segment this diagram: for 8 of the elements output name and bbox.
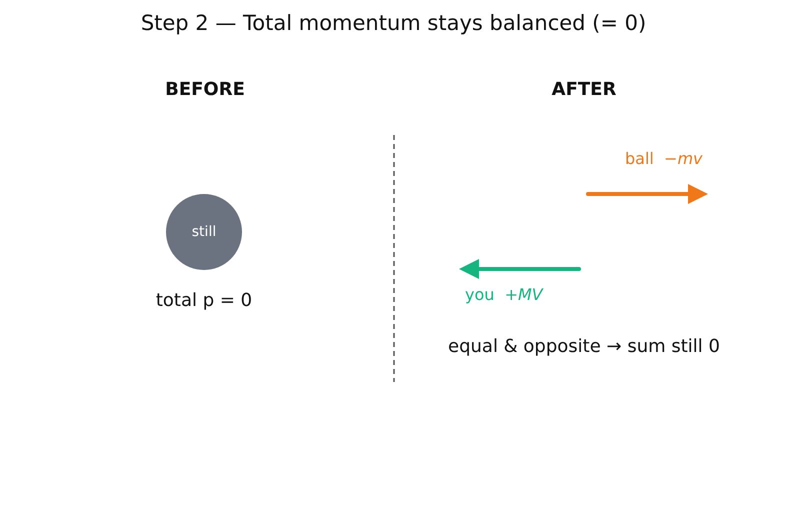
diagram-title: Step 2 — Total momentum stays balanced (= 0): [140, 11, 648, 35]
node-label: still: [192, 224, 216, 240]
caption-text: total p = 0: [154, 290, 254, 311]
momentum-label: you +MV: [465, 285, 543, 304]
section-heading: AFTER: [550, 79, 618, 100]
note-text: equal & opposite → sum still 0: [447, 336, 721, 357]
momentum-label: ball −mv: [625, 149, 702, 168]
section-heading: BEFORE: [164, 79, 246, 100]
